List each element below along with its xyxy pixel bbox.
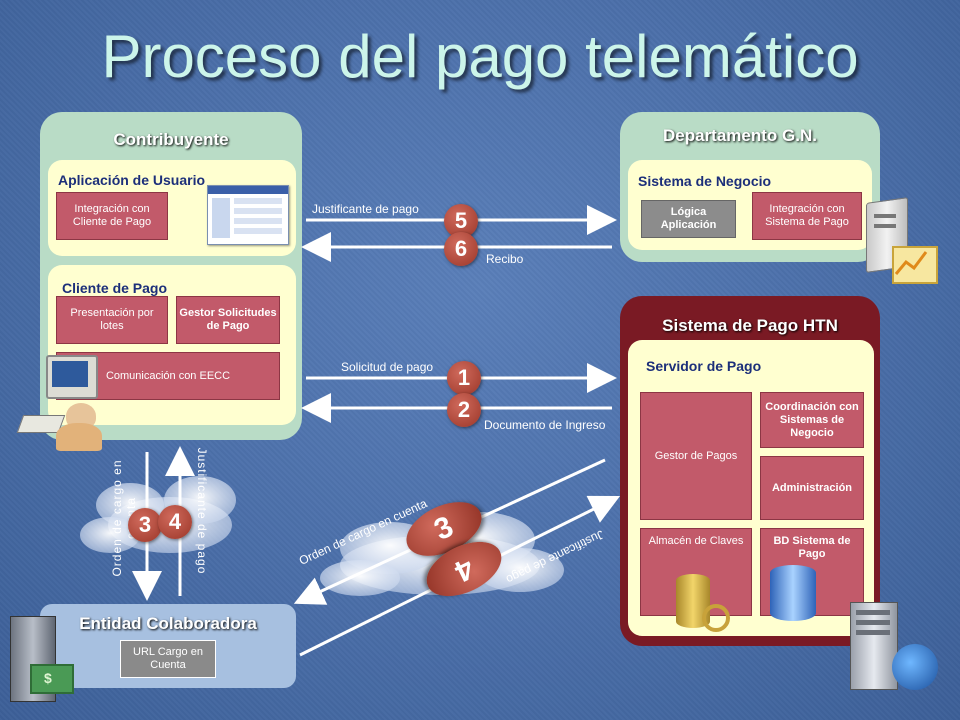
coordinacion-box: Coordinación con Sistemas de Negocio xyxy=(760,392,864,448)
integracion-sistema-pago-box: Integración con Sistema de Pago xyxy=(752,192,862,240)
step-5-badge: 5 xyxy=(444,204,478,238)
step-4-badge: 4 xyxy=(158,505,192,539)
sistema-pago-htn-title: Sistema de Pago HTN xyxy=(662,316,838,335)
step-3-badge: 3 xyxy=(128,508,162,542)
step-6-badge: 6 xyxy=(444,232,478,266)
departamento-title: Departamento G.N. xyxy=(663,126,817,145)
gestor-pagos-box: Gestor de Pagos xyxy=(640,392,752,520)
application-screenshot-icon xyxy=(207,185,289,245)
presentacion-lotes-box: Presentación por lotes xyxy=(56,296,168,344)
url-cargo-box: URL Cargo en Cuenta xyxy=(120,640,216,678)
almacen-claves-box: Almacén de Claves xyxy=(640,528,752,616)
server-chart-icon xyxy=(852,197,938,285)
diagonal-step-4-label: 4 xyxy=(449,550,479,588)
server-rack-icon xyxy=(846,598,946,694)
logica-aplicacion-box: Lógica Aplicación xyxy=(641,200,736,238)
diagonal-step-3-label: 3 xyxy=(429,510,459,548)
step-2-badge: 2 xyxy=(447,393,481,427)
servidor-pago-title: Servidor de Pago xyxy=(646,358,762,374)
aplicacion-usuario-title: Aplicación de Usuario xyxy=(58,172,206,188)
step-1-badge: 1 xyxy=(447,361,481,395)
label-recibo: Recibo xyxy=(486,252,524,266)
label-justificante: Justificante de pago xyxy=(312,202,419,216)
entidad-title: Entidad Colaboradora xyxy=(79,614,257,633)
user-computer-icon xyxy=(16,355,106,455)
bd-sistema-pago-label: BD Sistema de Pago xyxy=(773,535,851,560)
bank-atm-icon: $ xyxy=(4,616,74,702)
label-solicitud: Solicitud de pago xyxy=(341,360,434,374)
key-database-icon xyxy=(672,568,732,634)
integracion-cliente-box: Integración con Cliente de Pago xyxy=(56,192,168,240)
almacen-claves-label: Almacén de Claves xyxy=(648,535,744,547)
label-justificante-vertical: Justificante de pago xyxy=(195,447,209,575)
cliente-pago-title: Cliente de Pago xyxy=(62,280,168,296)
page-title: Proceso del pago telemático xyxy=(101,23,859,90)
gestor-solicitudes-box: Gestor Solicitudes de Pago xyxy=(176,296,280,344)
sistema-negocio-title: Sistema de Negocio xyxy=(638,173,772,189)
administracion-box: Administración xyxy=(760,456,864,520)
label-documento: Documento de Ingreso xyxy=(484,418,606,432)
contribuyente-title: Contribuyente xyxy=(113,130,229,149)
database-cylinder-icon xyxy=(770,565,816,621)
